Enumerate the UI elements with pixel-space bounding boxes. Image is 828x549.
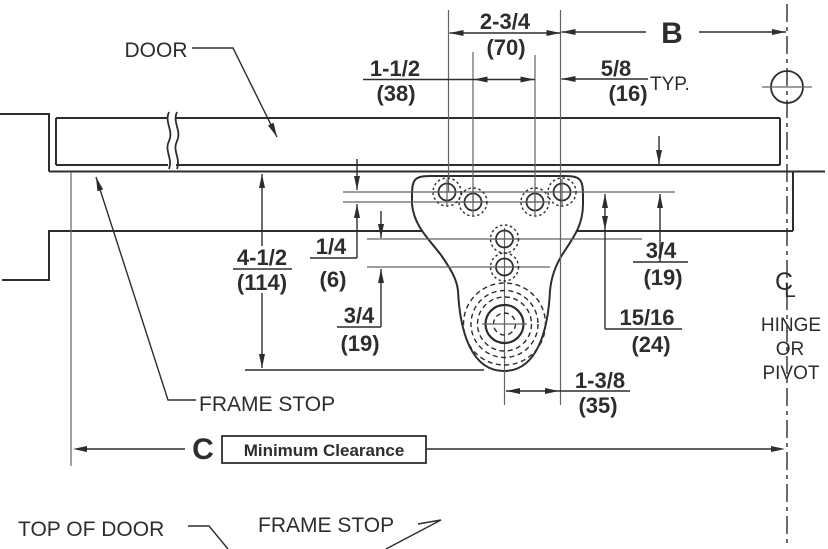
svg-text:L: L (784, 279, 796, 302)
hole-row-extension-lines (343, 191, 675, 268)
arrow-up-icon (378, 269, 384, 283)
dim-5-8-typ: TYP. (650, 74, 690, 95)
frame-stop-bottom-label: FRAME STOP (258, 514, 394, 537)
centerline-symbol-icon: C L (775, 268, 796, 302)
hole (489, 252, 520, 282)
dimension-lines (87, 31, 786, 549)
arrow-up-icon (354, 204, 360, 218)
arrow-up-icon (657, 194, 663, 208)
arrow-up-icon (259, 174, 265, 188)
hinge-label-line2: OR (776, 339, 805, 360)
door-leaf (55, 111, 781, 170)
arrow-left-icon (473, 76, 488, 83)
frame-stop-label: FRAME STOP (199, 393, 335, 416)
dim-5-8-mm: (16) (608, 81, 647, 106)
hole (489, 224, 520, 254)
dimension-arrowheads (73, 29, 786, 452)
arrow-leader-icon (96, 177, 104, 192)
hole (520, 187, 550, 217)
dim-4-1-2-mm: (114) (237, 270, 287, 295)
pinion-hub (462, 282, 547, 366)
dim-1-3-8-mm: (35) (578, 393, 617, 418)
frame-outline (0, 113, 825, 281)
dim-4-1-2-in: 4-1/2 (237, 245, 287, 270)
dim-15-16-mm: (24) (631, 332, 670, 357)
dim-3-4-left-mm: (19) (340, 331, 379, 356)
arrow-down-icon (354, 176, 360, 190)
dim-1-4-in: 1/4 (316, 234, 347, 259)
hole (458, 187, 488, 217)
frame-stop-profile (0, 113, 825, 281)
dim-1-4-mm: (6) (320, 267, 347, 292)
dim-2-3-4-mm: (70) (486, 35, 525, 60)
arrow-right-icon (771, 446, 785, 452)
arrow-right-icon (772, 29, 786, 35)
arrow-right-icon (546, 30, 561, 36)
arrow-leader-icon (268, 122, 277, 137)
hole (432, 177, 462, 207)
frame-stop-bottom-leader-line (385, 519, 442, 549)
hinge-point-symbol (762, 70, 812, 104)
hole (547, 177, 577, 207)
closer-body-template (411, 175, 584, 373)
extension-lines (70, 4, 788, 548)
arrow-right-icon (545, 388, 559, 394)
door-label: DOOR (125, 39, 188, 62)
arrow-right-icon (520, 76, 535, 83)
door-leader-line (192, 47, 278, 138)
mounting-holes (432, 177, 577, 366)
dim-c-label: C (192, 433, 214, 466)
arrow-down-icon (656, 150, 662, 164)
top-of-door-leader-line (188, 525, 229, 549)
dim-b-label: B (661, 17, 683, 50)
dim-5-8-in: 5/8 (601, 56, 632, 81)
dim-3-4-left-in: 3/4 (344, 303, 375, 328)
arrow-down-icon (602, 216, 608, 230)
dim-1-1-2-mm: (38) (376, 81, 415, 106)
vertical-extension-lines (70, 10, 562, 466)
dim-1-1-2-in: 1-1/2 (370, 56, 420, 81)
arrow-down-icon (259, 354, 265, 368)
dim-15-16-in: 15/16 (619, 305, 674, 330)
door-outline (55, 117, 781, 166)
dim-3-4-right-mm: (19) (643, 265, 682, 290)
minimum-clearance-label: Minimum Clearance (244, 441, 405, 460)
arrow-left-icon (561, 76, 576, 82)
arrow-left-icon (506, 388, 520, 394)
door-break-line-left (166, 111, 172, 170)
hinge-label-line1: HINGE (761, 315, 821, 336)
annotations: DOOR 2-3/4 (70) B 1-1/2 (38) 5/8 (16) TY… (18, 9, 821, 541)
arrow-left-icon (449, 30, 464, 36)
arrow-down-icon (378, 224, 384, 238)
door-break-line-right (174, 111, 180, 170)
arrow-left-icon (73, 446, 87, 452)
frame-stop-leader-line (95, 176, 196, 401)
dim-1-3-8-in: 1-3/8 (575, 368, 625, 393)
svg-text:C: C (775, 268, 793, 296)
dim-2-3-4-in: 2-3/4 (480, 9, 531, 34)
arrow-left-icon (561, 29, 576, 35)
dim-3-4-right-in: 3/4 (646, 238, 677, 263)
arrow-up-icon (602, 194, 608, 208)
top-of-door-label: TOP OF DOOR (18, 518, 164, 541)
minimum-clearance-box (221, 435, 427, 464)
hinge-label-line3: PIVOT (762, 363, 819, 384)
